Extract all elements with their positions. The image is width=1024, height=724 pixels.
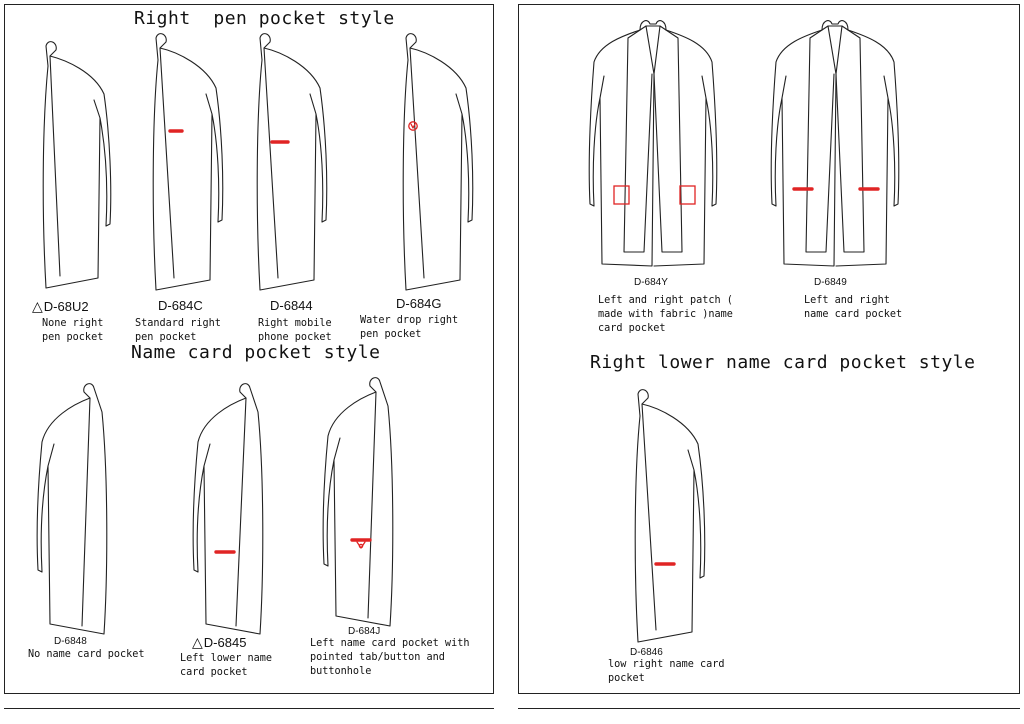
style-desc-d6844: Right mobile phone pocket <box>258 318 332 344</box>
style-desc-d684g: Water drop right pen pocket <box>360 315 459 341</box>
jacket-d684y <box>588 20 718 267</box>
pen-pocket-section-title: Right pen pocket style <box>134 8 395 29</box>
left-footer-rule <box>4 708 494 709</box>
jacket-d68u2 <box>42 41 112 289</box>
style-desc-d684y: Left and right patch ( made with fabric … <box>598 295 733 335</box>
jacket-d6849 <box>770 20 900 267</box>
style-code-d6844: D-6844 <box>270 298 313 313</box>
left-page-panel <box>4 4 494 694</box>
style-code-d6846: D-6846 <box>630 647 663 658</box>
right-page-panel <box>518 4 1020 694</box>
style-code-d6845: △D-6845 <box>192 634 247 650</box>
name-card-section-title: Name card pocket style <box>131 342 381 363</box>
style-code-d684j: D-684J <box>348 626 381 637</box>
style-code-d684c: D-684C <box>158 298 203 313</box>
jacket-d6846 <box>634 389 706 643</box>
jacket-d684c <box>152 33 224 291</box>
style-desc-d68u2: None right pen pocket <box>42 318 104 344</box>
jacket-d6848 <box>36 383 108 635</box>
jacket-d6845 <box>192 383 264 635</box>
style-desc-d6845: Left lower name card pocket <box>180 653 273 679</box>
style-code-d6849: D-6849 <box>814 277 847 288</box>
style-desc-d684c: Standard right pen pocket <box>135 318 221 344</box>
jacket-d6844 <box>256 33 328 291</box>
right-footer-rule <box>518 708 1020 709</box>
style-desc-d684j: Left name card pocket with pointed tab/b… <box>310 638 470 678</box>
jacket-d684j <box>322 377 394 627</box>
jacket-d684g <box>402 33 474 291</box>
triangle-outline-icon: △ <box>32 298 43 314</box>
triangle-outline-icon: △ <box>192 634 203 650</box>
style-code-d684y: D-684Y <box>634 277 668 288</box>
lower-right-section-title: Right lower name card pocket style <box>590 352 976 373</box>
style-code-d684g: D-684G <box>396 296 442 311</box>
style-desc-d6846: low right name card pocket <box>608 659 725 685</box>
style-code-d6848: D-6848 <box>54 636 87 647</box>
style-code-d68u2: △D-68U2 <box>32 298 89 314</box>
style-desc-d6849: Left and right name card pocket <box>804 295 903 321</box>
style-desc-d6848: No name card pocket <box>28 649 145 660</box>
